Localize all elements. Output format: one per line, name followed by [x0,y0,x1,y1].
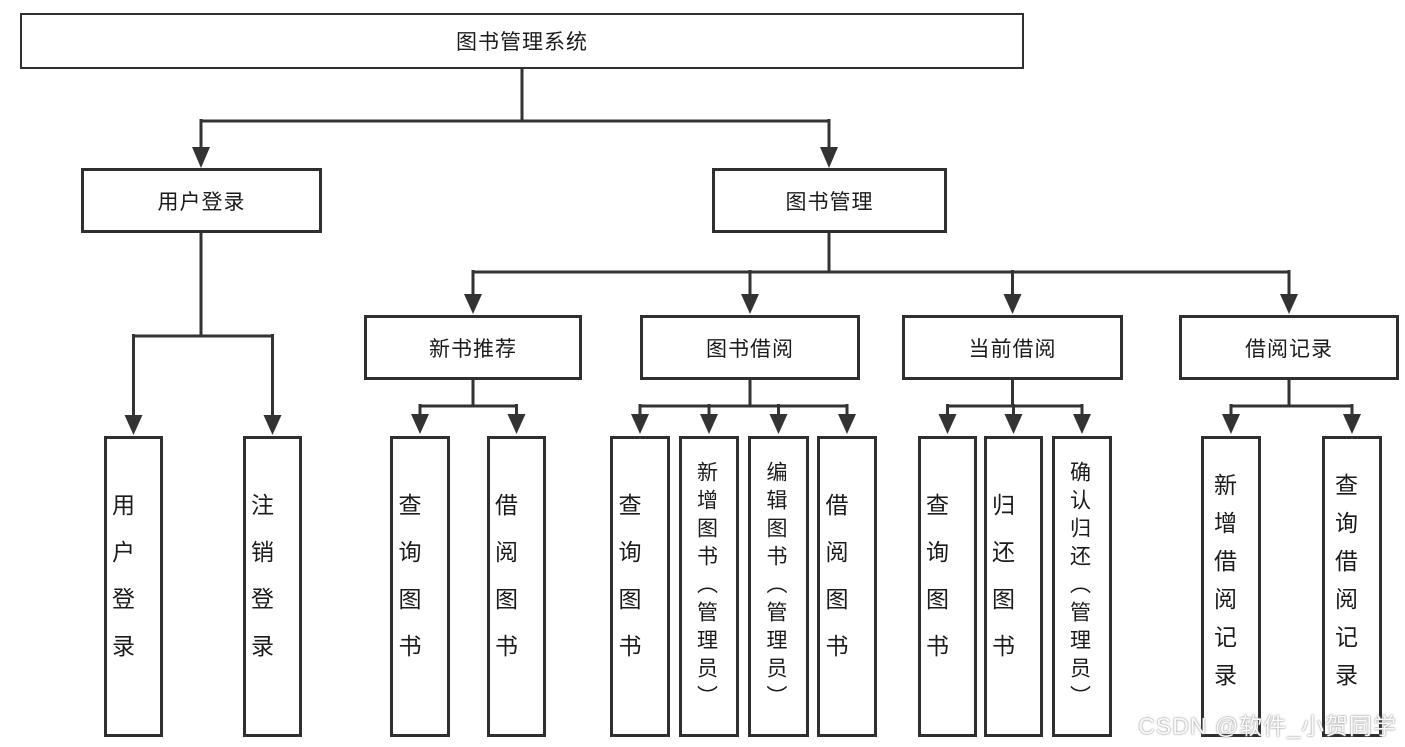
node-leaf-borrow-books-2-label: 借阅图书 [822,492,848,681]
node-leaf-borrow-books-1-label: 借阅图书 [491,492,518,681]
node-leaf-edit-books-admin: 编辑图书（管理员） [748,436,809,737]
node-user-login-label: 用户登录 [157,190,246,214]
node-new-book-recommend: 新书推荐 [364,315,582,380]
node-leaf-add-books-admin-label: 新增图书（管理员） [694,460,718,713]
node-leaf-borrow-books-2: 借阅图书 [817,436,877,737]
node-leaf-borrow-books-1: 借阅图书 [487,436,546,737]
node-current-borrowing: 当前借阅 [902,315,1123,380]
node-leaf-query-books-1-label: 查询图书 [395,492,421,681]
watermark: CSDN @软件_小贺同学 [1138,713,1397,739]
node-leaf-logout: 注销登录 [243,436,302,737]
node-new-book-recommend-label: 新书推荐 [429,337,517,361]
node-book-management: 图书管理 [712,168,947,233]
connector-book-borrow-bus [638,380,849,417]
node-leaf-add-books-admin: 新增图书（管理员） [679,436,739,737]
node-library-system-label: 图书管理系统 [456,31,588,54]
node-leaf-query-books-2: 查询图书 [610,436,670,737]
node-leaf-logout-label: 注销登录 [247,492,274,681]
node-leaf-query-borrow-record: 查询借阅记录 [1322,436,1382,737]
node-borrowing-records-label: 借阅记录 [1245,337,1333,361]
connector-records-bus [1229,380,1354,417]
node-current-borrowing-label: 当前借阅 [968,337,1057,361]
node-leaf-edit-books-admin-label: 编辑图书（管理员） [764,460,787,713]
connector-user-login-bus [132,233,274,417]
node-library-system: 图书管理系统 [20,13,1024,69]
node-leaf-query-borrow-record-label: 查询借阅记录 [1331,472,1358,701]
node-leaf-confirm-return-admin-label: 确认归还（管理员） [1067,460,1091,713]
connector-book-mgmt-bus [471,233,1291,296]
connector-current-borrow-bus [946,380,1084,417]
node-book-borrowing-label: 图书借阅 [706,337,794,361]
node-leaf-query-books-2-label: 查询图书 [615,492,641,681]
node-leaf-add-borrow-record-label: 新增借阅记录 [1210,472,1237,701]
node-leaf-query-books-1: 查询图书 [390,436,450,737]
connector-new-book-bus [418,380,518,417]
node-leaf-confirm-return-admin: 确认归还（管理员） [1052,436,1112,737]
node-leaf-user-login: 用户登录 [104,436,163,737]
node-book-management-label: 图书管理 [785,190,874,214]
arrowheads [124,147,1361,435]
node-leaf-query-books-3: 查询图书 [918,436,977,737]
node-user-login: 用户登录 [81,168,322,233]
node-borrowing-records: 借阅记录 [1179,315,1399,380]
node-leaf-query-books-3-label: 查询图书 [922,492,949,681]
node-book-borrowing: 图书借阅 [640,315,860,380]
node-leaf-return-books: 归还图书 [984,436,1043,737]
node-leaf-user-login-label: 用户登录 [108,492,135,681]
node-leaf-add-borrow-record: 新增借阅记录 [1201,436,1261,737]
node-leaf-return-books-label: 归还图书 [988,492,1015,681]
connector-root-bus [199,68,831,149]
